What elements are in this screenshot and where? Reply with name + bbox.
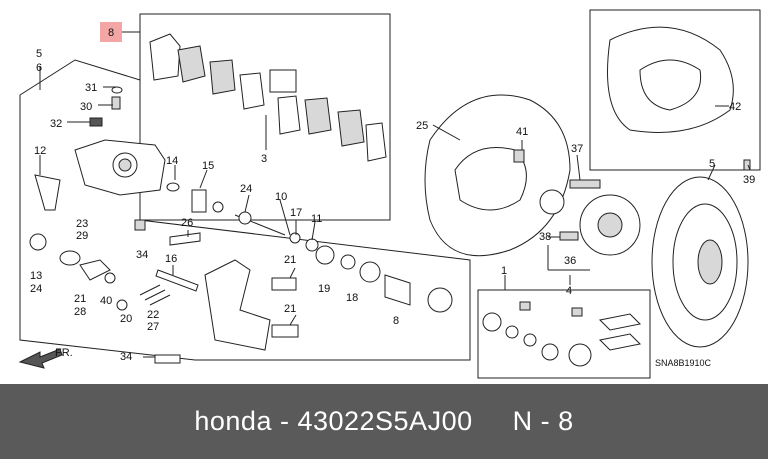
callout[interactable]: 12 [34, 145, 46, 157]
callout[interactable]: 20 [120, 313, 132, 325]
callout[interactable]: 21 [284, 303, 296, 315]
front-marker: FR. [55, 347, 73, 359]
callout[interactable]: 13 [30, 270, 42, 282]
callout[interactable]: 22 [147, 309, 159, 321]
callout[interactable]: 19 [318, 283, 330, 295]
callout[interactable]: 28 [74, 306, 86, 318]
brake-pads-8[interactable] [149, 33, 387, 162]
callout[interactable]: 21 [74, 293, 86, 305]
callout[interactable]: 6 [36, 62, 42, 74]
front-arrow: FR. [18, 347, 73, 369]
shield-42-box [589, 9, 761, 171]
callout[interactable]: 17 [290, 207, 302, 219]
callout[interactable]: 39 [743, 174, 755, 186]
callout[interactable]: 14 [166, 155, 178, 167]
callout[interactable]: 18 [346, 292, 358, 304]
callout[interactable]: 11 [311, 213, 322, 225]
callout[interactable]: 5 [36, 48, 42, 60]
callout[interactable]: 30 [80, 101, 92, 113]
callout[interactable]: 41 [516, 126, 528, 138]
callout[interactable]: 31 [85, 82, 97, 94]
repair-kit-1[interactable] [482, 301, 642, 367]
svg-text:3: 3 [261, 153, 267, 165]
callout[interactable]: 29 [76, 230, 88, 242]
callout[interactable]: 26 [181, 217, 193, 229]
callout[interactable]: 34 [136, 249, 148, 261]
callout[interactable]: 4 [566, 285, 572, 297]
callout[interactable]: 32 [50, 118, 62, 130]
callout[interactable]: 5 [709, 158, 715, 170]
callout[interactable]: 1 [501, 265, 507, 277]
exploded-parts-diagram: 8 3 [18, 9, 761, 379]
hub-assembly[interactable] [539, 179, 641, 256]
callout[interactable]: 38 [539, 231, 551, 243]
callout[interactable]: 25 [416, 120, 428, 132]
callout-labels: 5 6 31 30 32 12 14 15 24 10 17 11 26 23 … [30, 48, 755, 363]
highlight-box [100, 22, 122, 42]
callout[interactable]: 37 [571, 143, 583, 155]
caliper-group-outline [19, 59, 471, 361]
footer-bar: honda - 43022S5AJ00 N - 8 [0, 384, 768, 459]
caliper-body[interactable] [74, 139, 166, 196]
brake-rotor-5[interactable] [651, 159, 751, 348]
diagram-code: SNA8B1910C [655, 358, 712, 368]
callout[interactable]: 36 [564, 255, 576, 267]
callout[interactable]: 15 [202, 160, 214, 172]
pad-clips[interactable] [271, 277, 299, 338]
callout[interactable]: 27 [147, 321, 159, 333]
callout[interactable]: 21 [284, 254, 296, 266]
callout[interactable]: 24 [240, 183, 252, 195]
callout[interactable]: 24 [30, 283, 42, 295]
shield-42[interactable] [607, 26, 734, 133]
kit-1-box [477, 289, 651, 379]
callout[interactable]: 34 [120, 351, 132, 363]
caliper-bracket[interactable] [204, 259, 271, 351]
splash-shield-27[interactable] [424, 94, 571, 257]
callout[interactable]: 23 [76, 218, 88, 230]
footer-part-text: honda - 43022S5AJ00 N - 8 [194, 406, 574, 436]
highlighted-label[interactable]: 8 [108, 27, 114, 39]
callout[interactable]: 40 [100, 295, 112, 307]
small-hardware[interactable] [29, 86, 453, 364]
callout[interactable]: 10 [275, 191, 287, 203]
callout[interactable]: 16 [165, 253, 177, 265]
callout[interactable]: 8 [393, 315, 399, 327]
callout[interactable]: 42 [729, 101, 741, 113]
leader-lines [39, 66, 751, 358]
